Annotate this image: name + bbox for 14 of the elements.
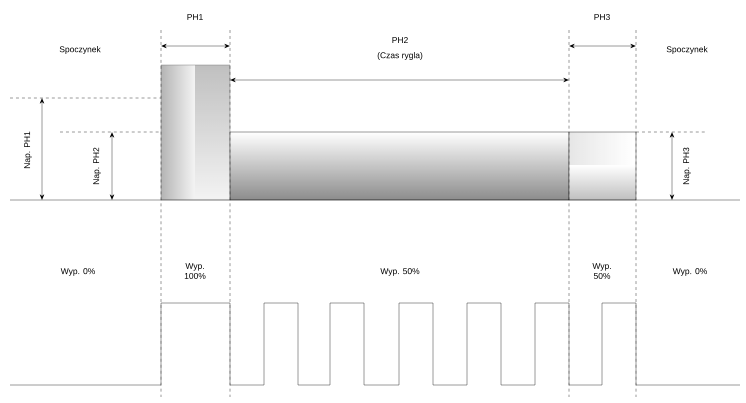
- phase-label: PH2: [392, 37, 408, 43]
- duty-cycle-label: Wyp. 100%: [184, 263, 206, 279]
- state-label: Spoczynek: [666, 46, 708, 54]
- phase-label: PH1: [187, 14, 203, 20]
- voltage-label: Nap. PH2: [93, 148, 101, 184]
- duty-cycle-label: Wyp. 50%: [380, 268, 420, 276]
- duration-label: (Czas rygla): [378, 52, 422, 60]
- phase-label: PH3: [594, 14, 610, 20]
- state-label: Spoczynek: [60, 46, 101, 54]
- duty-cycle-label: Wyp. 50%: [592, 263, 611, 279]
- voltage-label: Nap. PH1: [24, 132, 32, 168]
- voltage-label: Nap. PH3: [683, 148, 691, 184]
- duty-cycle-label: Wyp. 0%: [672, 268, 707, 276]
- duty-cycle-label: Wyp. 0%: [60, 268, 95, 276]
